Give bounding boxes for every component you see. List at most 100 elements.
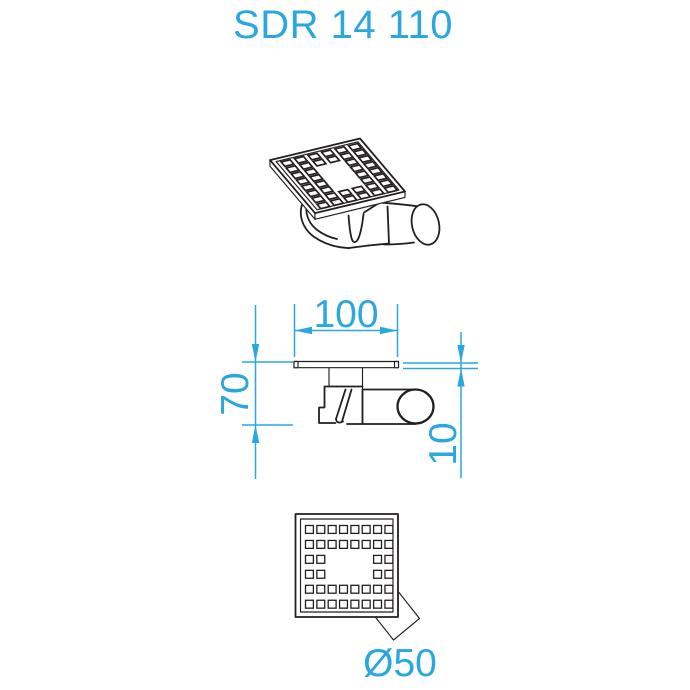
grate-hole <box>384 584 394 594</box>
grate-hole <box>296 178 309 185</box>
grate-hole <box>308 153 321 160</box>
grate-hole <box>384 569 394 579</box>
grate-hole <box>316 524 326 535</box>
flange-cap-right <box>393 360 400 369</box>
grate-hole <box>359 156 372 163</box>
grate-hole <box>384 554 394 564</box>
body-bottom-edge <box>348 244 370 249</box>
grate-hole <box>350 584 360 594</box>
grate-inner-frame-3d <box>276 142 399 210</box>
grate-hole <box>304 539 315 550</box>
grate-hole <box>302 184 315 191</box>
outlet-diameter-label: Ø50 <box>363 642 437 685</box>
grate-hole <box>304 524 315 535</box>
grate-hole <box>372 599 383 609</box>
grate-hole <box>281 160 294 167</box>
grate-hole <box>361 539 371 550</box>
grate-hole <box>291 172 304 179</box>
grate-hole <box>339 190 352 197</box>
grate-hole <box>315 181 328 188</box>
grate-hole <box>354 150 367 157</box>
grate-hole <box>372 584 383 594</box>
trap-wall-inner <box>341 388 353 423</box>
grate-hole <box>361 177 374 184</box>
trap-foot <box>335 418 344 424</box>
grate-hole <box>350 539 360 550</box>
trap-block-bottom <box>367 242 390 247</box>
drain-body-3d <box>299 196 441 250</box>
grate-hole <box>317 202 330 209</box>
arrowhead-right <box>380 326 398 335</box>
grate-hole <box>304 554 315 564</box>
trap-wall-outer <box>335 388 347 420</box>
grate-hole <box>384 186 397 193</box>
dimension-plate: 10 <box>403 332 478 478</box>
side-view: 100 70 10 <box>214 293 478 479</box>
grate-hole <box>372 554 383 564</box>
grate-hole <box>345 159 358 166</box>
dimension-height: 70 <box>214 305 293 479</box>
grate-hole <box>305 169 318 176</box>
grate-hole <box>369 168 382 175</box>
grate-hole <box>361 584 371 594</box>
drain-body-side <box>318 385 435 425</box>
body-left-wall <box>318 385 338 424</box>
grate-holes-3d <box>281 144 397 209</box>
grate-hole <box>384 539 394 550</box>
grate-hole <box>357 192 370 199</box>
grate-hole <box>320 187 333 194</box>
grate-hole <box>356 171 369 178</box>
grate-plate-3d <box>270 139 405 214</box>
arrowhead-left <box>294 326 312 335</box>
grate-hole <box>340 153 353 160</box>
grate-hole <box>322 150 335 157</box>
grate-hole <box>330 199 343 206</box>
grate-hole <box>350 165 363 172</box>
flange-cap-left <box>293 360 299 369</box>
grate-hole <box>338 539 349 550</box>
grate-hole <box>350 599 360 609</box>
grate-hole <box>366 183 379 190</box>
grate-holes <box>304 524 394 609</box>
grate-hole <box>350 524 360 535</box>
grate-hole <box>312 196 325 203</box>
grate-hole <box>352 186 365 193</box>
grate-hole <box>316 599 326 609</box>
grate-hole <box>361 599 371 609</box>
arrowhead-up <box>457 368 465 387</box>
perspective-view <box>270 139 441 250</box>
arrowhead-down <box>457 345 465 363</box>
flange-plate <box>293 360 400 369</box>
grate-hole <box>364 162 377 169</box>
grate-hole <box>304 599 315 609</box>
grate-hole <box>335 147 348 154</box>
pipe-outlet-opening <box>410 203 441 246</box>
grate-hole <box>295 157 308 164</box>
grate-hole <box>338 524 349 535</box>
trap-notch <box>347 213 365 244</box>
grate-hole <box>316 584 326 594</box>
grate-hole <box>327 599 337 609</box>
grate-hole <box>327 539 337 550</box>
dimension-width: 100 <box>293 293 399 357</box>
grate-hole <box>307 190 320 197</box>
grate-hole <box>361 524 371 535</box>
pipe-end-cap <box>396 388 435 425</box>
dimension-width-label: 100 <box>313 293 378 336</box>
grate-hole <box>325 193 338 200</box>
grate-hole <box>304 584 315 594</box>
grate-hole <box>327 584 337 594</box>
grate-hole <box>304 569 315 579</box>
grate-hole <box>338 599 349 609</box>
grate-hole <box>372 569 383 579</box>
grate-hole <box>374 174 387 181</box>
grate-hole <box>316 569 326 579</box>
dimension-plate-label: 10 <box>422 422 465 465</box>
grate-hole <box>300 163 313 170</box>
grate-hole <box>313 159 326 166</box>
grate-hole <box>344 196 357 203</box>
bottom-view: Ø50 <box>294 513 437 685</box>
dimension-height-label: 70 <box>214 372 257 415</box>
